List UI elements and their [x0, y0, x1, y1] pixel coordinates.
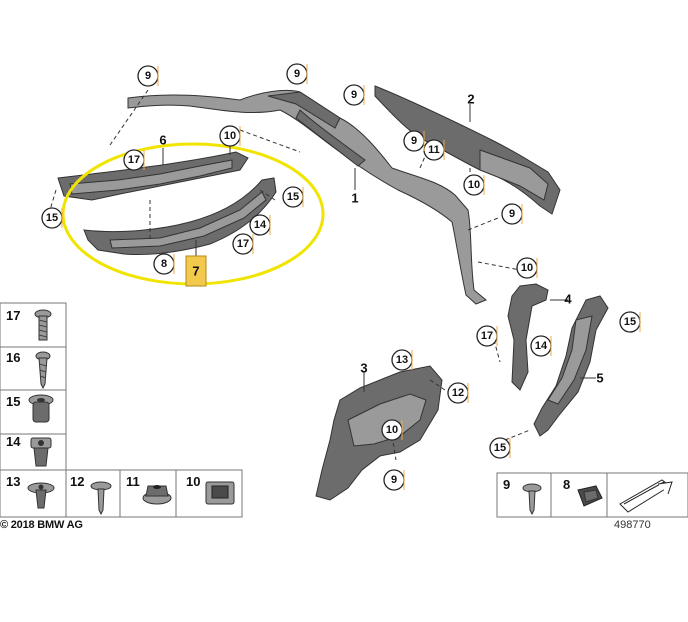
svg-text:17: 17 [237, 238, 249, 250]
callout-15b[interactable]: 15 [282, 186, 304, 208]
callout-10a[interactable]: 10 [219, 125, 241, 147]
part-label-6: 6 [159, 133, 166, 148]
svg-text:8: 8 [563, 477, 570, 492]
part-1-duct [127, 89, 487, 305]
callout-15d[interactable]: 15 [489, 437, 511, 459]
part-label-4: 4 [564, 292, 572, 307]
screw-icon [35, 351, 51, 390]
part-label-5: 5 [596, 371, 603, 386]
callout-9d[interactable]: 9 [403, 130, 425, 152]
callout-10c[interactable]: 10 [516, 257, 538, 279]
svg-text:9: 9 [294, 68, 300, 80]
diagram-number: 498770 [614, 519, 651, 531]
callout-15a[interactable]: 15 [41, 207, 63, 229]
callout-10d[interactable]: 10 [381, 419, 403, 441]
svg-text:12: 12 [452, 387, 464, 399]
callout-14a[interactable]: 14 [249, 214, 271, 236]
part-4-bracket [507, 283, 549, 391]
svg-text:11: 11 [126, 474, 140, 489]
callout-13[interactable]: 13 [391, 349, 413, 371]
push-clip-icon [577, 485, 603, 507]
callout-9f[interactable]: 9 [383, 469, 405, 491]
svg-text:8: 8 [161, 258, 167, 270]
svg-text:14: 14 [254, 219, 267, 231]
svg-text:10: 10 [186, 474, 200, 489]
svg-text:15: 15 [287, 191, 299, 203]
screw-icon [34, 309, 52, 341]
svg-text:12: 12 [70, 474, 84, 489]
legend-bottom-right: 9 8 [496, 472, 688, 518]
part-7-bracket [83, 177, 277, 255]
svg-text:14: 14 [6, 434, 21, 449]
callout-17a[interactable]: 17 [123, 149, 145, 171]
svg-text:17: 17 [6, 308, 20, 323]
svg-text:16: 16 [6, 350, 20, 365]
part-label-3: 3 [360, 361, 367, 376]
wedge-symbol-icon [619, 479, 673, 513]
part-label-1: 1 [351, 191, 358, 206]
copyright-text: © 2018 BMW AG [0, 519, 83, 531]
svg-text:10: 10 [468, 179, 480, 191]
callout-9b[interactable]: 9 [286, 63, 308, 85]
svg-text:15: 15 [624, 316, 636, 328]
svg-text:9: 9 [503, 477, 510, 492]
svg-text:15: 15 [494, 442, 506, 454]
svg-text:10: 10 [224, 130, 236, 142]
callout-17c[interactable]: 17 [476, 325, 498, 347]
screw-icon [90, 481, 112, 516]
cage-nut-icon [205, 481, 235, 505]
callout-14b[interactable]: 14 [530, 335, 552, 357]
svg-text:9: 9 [411, 135, 417, 147]
callout-9e[interactable]: 9 [501, 203, 523, 225]
callout-10b[interactable]: 10 [463, 174, 485, 196]
svg-text:17: 17 [128, 154, 140, 166]
push-clip-icon [27, 482, 55, 509]
svg-text:15: 15 [46, 212, 58, 224]
svg-text:13: 13 [396, 354, 408, 366]
part-label-7-highlight [185, 255, 207, 287]
svg-text:10: 10 [521, 262, 533, 274]
svg-text:13: 13 [6, 474, 20, 489]
svg-text:17: 17 [481, 330, 493, 342]
svg-text:11: 11 [428, 144, 440, 156]
svg-text:10: 10 [386, 424, 398, 436]
callout-17b[interactable]: 17 [232, 233, 254, 255]
part-label-7[interactable]: 7 [192, 264, 199, 279]
svg-text:9: 9 [509, 208, 515, 220]
flange-nut-icon [142, 485, 172, 505]
callout-8[interactable]: 8 [153, 253, 175, 275]
callout-9a[interactable]: 9 [137, 65, 159, 87]
callout-15c[interactable]: 15 [619, 311, 641, 333]
svg-text:9: 9 [145, 70, 151, 82]
callout-9c[interactable]: 9 [343, 84, 365, 106]
expanding-nut-icon [30, 437, 52, 467]
callout-11[interactable]: 11 [423, 139, 445, 161]
part-label-2: 2 [467, 92, 474, 107]
callout-12[interactable]: 12 [447, 382, 469, 404]
fastener-legend: 17 16 15 14 13 12 11 10 [0, 302, 243, 518]
clip-nut-icon [28, 394, 54, 423]
svg-text:9: 9 [391, 474, 397, 486]
svg-text:15: 15 [6, 394, 20, 409]
screw-icon [522, 483, 542, 516]
svg-text:9: 9 [351, 89, 357, 101]
svg-text:14: 14 [535, 340, 548, 352]
